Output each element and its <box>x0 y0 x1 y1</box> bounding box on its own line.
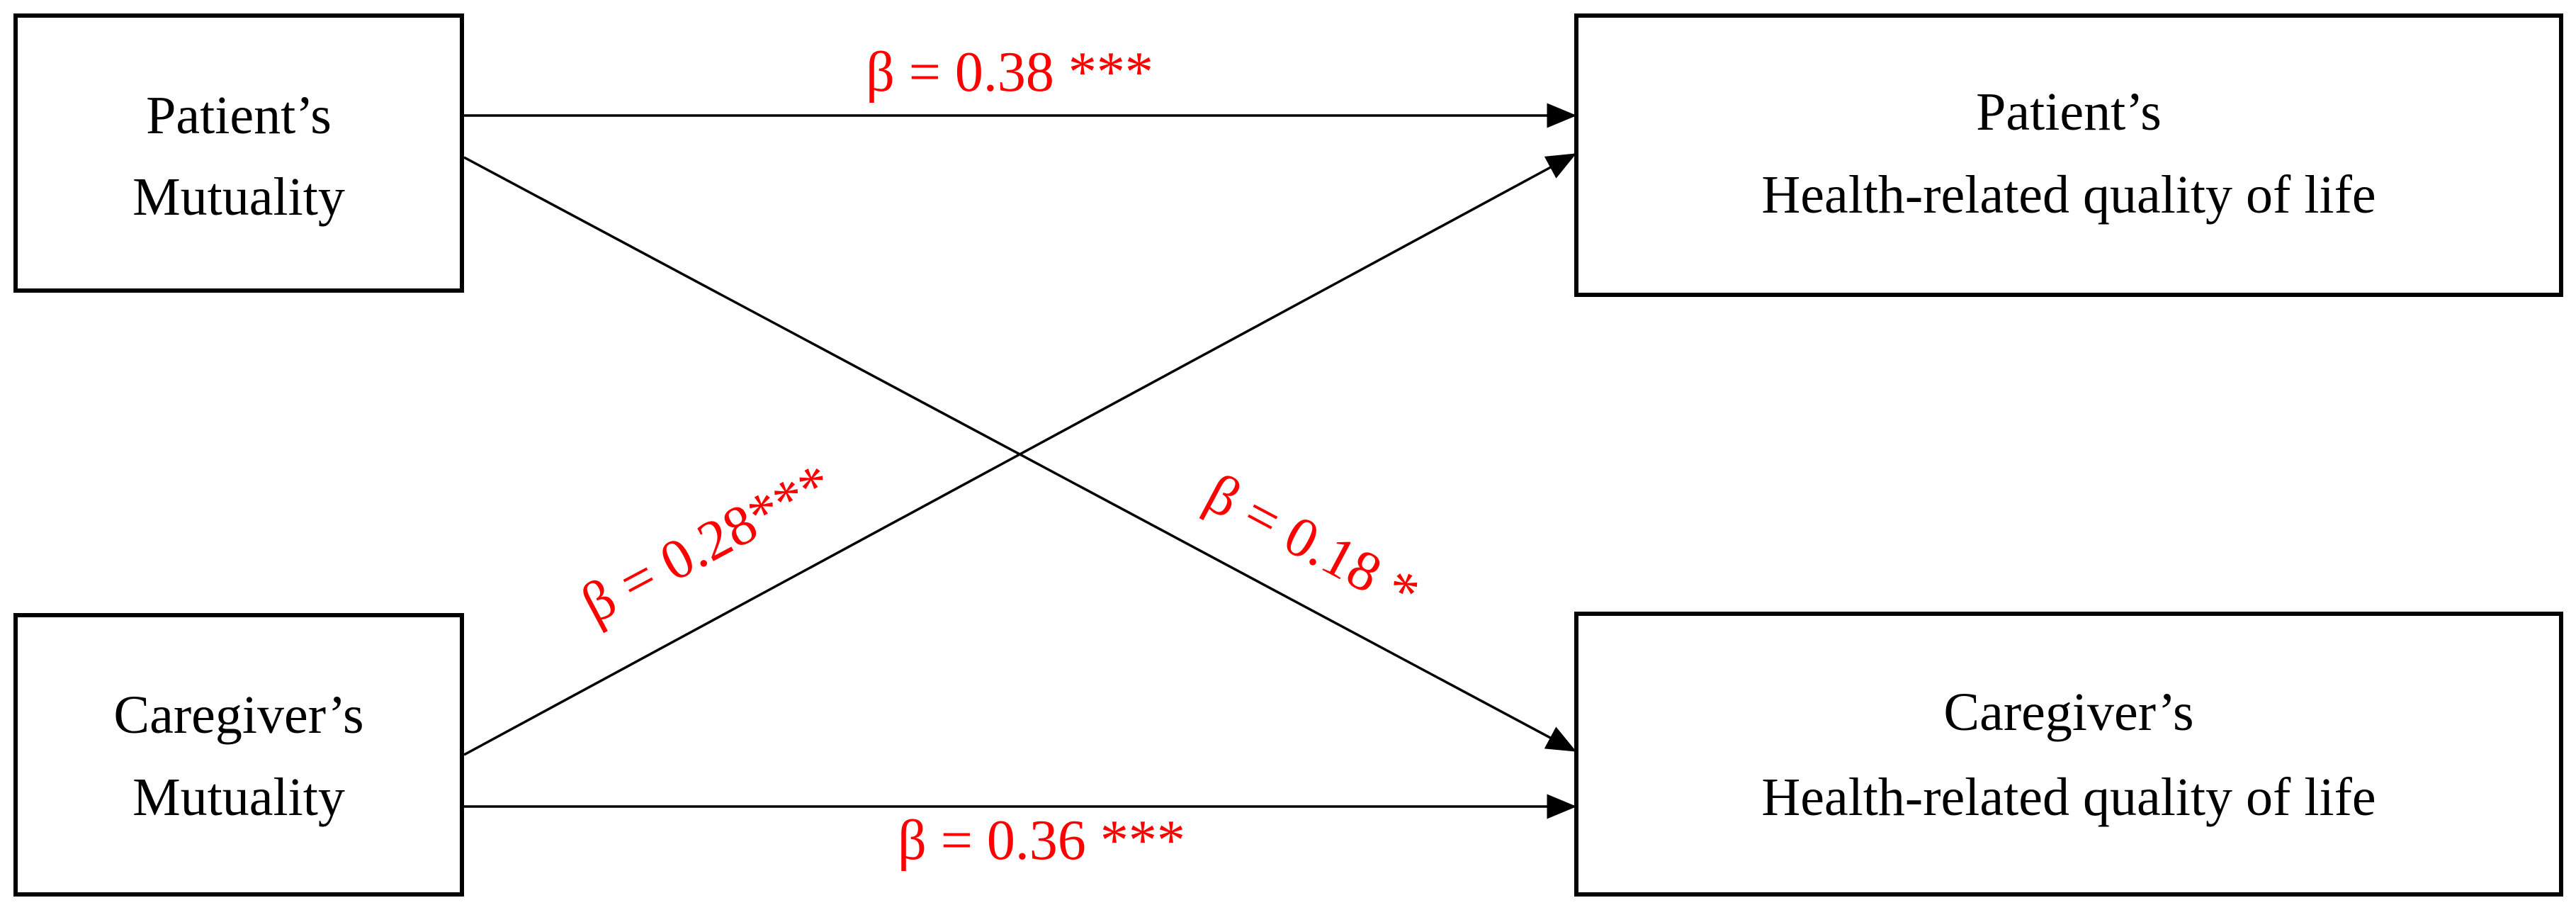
node-label-patient-hrqol-line1: Patient’s <box>1976 82 2162 142</box>
node-label-patient-mutuality-line2: Mutuality <box>132 167 345 227</box>
node-label-caregiver-hrqol-line2: Health-related quality of life <box>1761 768 2376 827</box>
node-box-caregiver-hrqol <box>1574 612 2563 897</box>
node-caregiver-mutuality: Caregiver’s Mutuality <box>13 613 464 897</box>
beta-label-patient-mutuality-to-caregiver-hrqol: β = 0.18 * <box>1196 462 1429 626</box>
node-label-patient-hrqol-line2: Health-related quality of life <box>1761 165 2376 225</box>
edge-patient-mutuality-to-patient-hrqol: β = 0.38 *** <box>464 41 1577 128</box>
node-label-caregiver-hrqol-line1: Caregiver’s <box>1943 682 2193 742</box>
node-box-patient-mutuality <box>13 13 464 293</box>
node-box-caregiver-mutuality <box>13 613 464 897</box>
node-caregiver-hrqol: Caregiver’s Health-related quality of li… <box>1574 612 2563 897</box>
beta-label-caregiver-mutuality-to-caregiver-hrqol: β = 0.36 *** <box>898 809 1185 872</box>
edge-caregiver-mutuality-to-caregiver-hrqol: β = 0.36 *** <box>464 794 1577 872</box>
arrow-caregiver-mutuality-to-patient-hrqol <box>463 153 1577 756</box>
node-label-patient-mutuality-line1: Patient’s <box>146 86 332 145</box>
beta-label-caregiver-mutuality-to-patient-hrqol: β = 0.28*** <box>572 452 842 636</box>
beta-label-patient-mutuality-to-patient-hrqol: β = 0.38 *** <box>866 41 1153 103</box>
edge-caregiver-mutuality-to-patient-hrqol: β = 0.28*** <box>463 153 1577 756</box>
node-patient-hrqol: Patient’s Health-related quality of life <box>1574 13 2563 297</box>
node-label-caregiver-mutuality-line1: Caregiver’s <box>113 685 363 745</box>
node-patient-mutuality: Patient’s Mutuality <box>13 13 464 293</box>
node-label-caregiver-mutuality-line2: Mutuality <box>132 768 345 827</box>
node-box-patient-hrqol <box>1574 13 2563 297</box>
